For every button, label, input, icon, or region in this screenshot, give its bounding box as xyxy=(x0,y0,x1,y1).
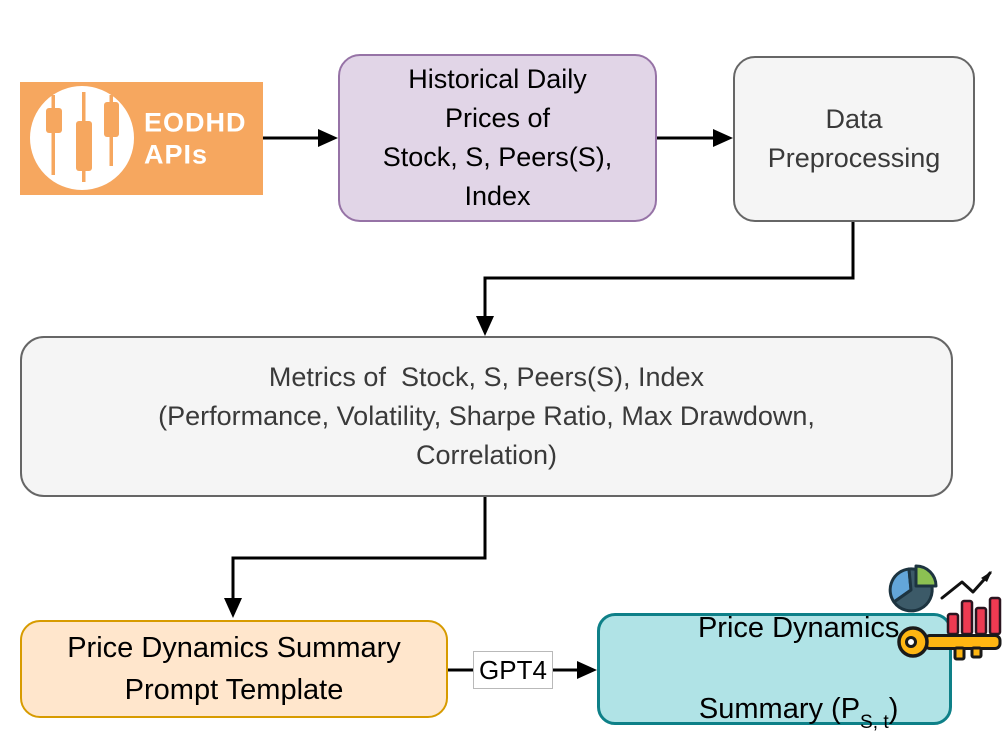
metrics-label: Metrics of Stock, S, Peers(S), Index (Pe… xyxy=(158,361,815,471)
arrowhead xyxy=(318,129,338,147)
eodhd-logo-text: EODHD APIs xyxy=(144,106,247,171)
gpt4-edge-label: GPT4 xyxy=(473,651,553,689)
summary-line1: Price Dynamics xyxy=(697,612,900,645)
summary-line2-suffix: ) xyxy=(888,693,899,726)
growth-trend-arrow-icon xyxy=(940,571,992,600)
pie-chart-icon xyxy=(888,564,938,613)
summary-line2-prefix: Summary (P xyxy=(698,693,861,726)
eodhd-logo: EODHD APIs xyxy=(20,82,263,195)
node-metrics: Metrics of Stock, S, Peers(S), Index (Pe… xyxy=(20,336,953,497)
data-preprocessing-label: Data Preprocessing xyxy=(767,103,941,173)
analytics-icon xyxy=(888,564,1002,661)
eodhd-subtitle: APIs xyxy=(144,139,209,170)
node-data-preprocessing: Data Preprocessing xyxy=(733,56,975,222)
price-dynamics-summary-label: Price Dynamics Summary (PS, t) xyxy=(650,568,900,750)
bar-chart-icon xyxy=(946,596,1002,636)
historical-prices-label: Historical Daily Prices of Stock, S, Pee… xyxy=(382,63,613,212)
arrowhead xyxy=(224,598,242,618)
arrowhead xyxy=(713,129,733,147)
node-historical-prices: Historical Daily Prices of Stock, S, Pee… xyxy=(338,54,657,222)
candlestick-chart-icon xyxy=(30,86,134,190)
arrowhead xyxy=(476,316,494,336)
summary-subscript: S, t xyxy=(860,712,889,734)
arrow-preprocessing-to-metrics xyxy=(483,222,855,318)
prompt-template-label: Price Dynamics Summary Prompt Template xyxy=(67,631,401,706)
arrowhead xyxy=(577,661,597,679)
node-prompt-template: Price Dynamics Summary Prompt Template xyxy=(20,620,448,718)
eodhd-title: EODHD xyxy=(144,107,247,138)
node-price-dynamics-summary: Price Dynamics Summary (PS, t) xyxy=(597,612,952,732)
arrow-metrics-to-prompt xyxy=(231,497,487,600)
key-icon xyxy=(897,626,1002,661)
